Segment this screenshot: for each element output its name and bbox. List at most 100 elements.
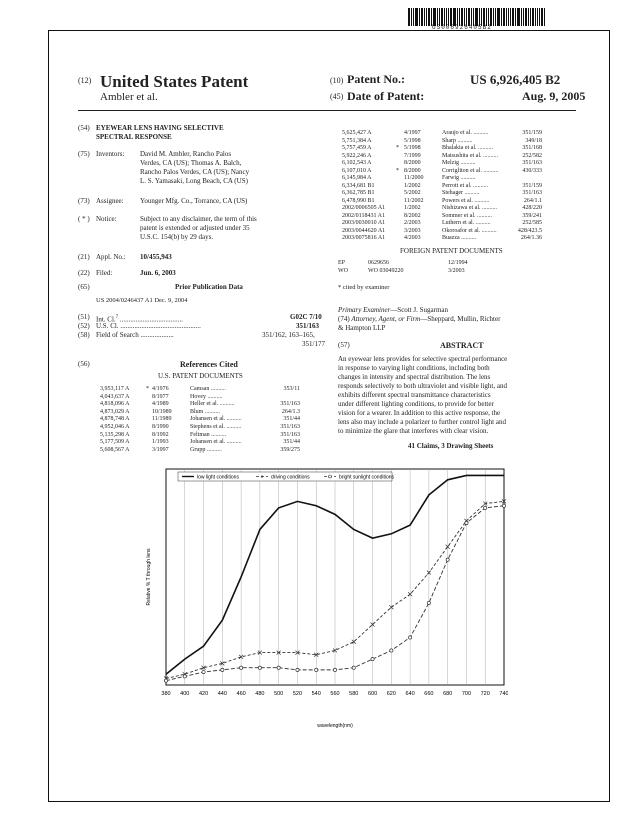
references-heading: References Cited: [180, 360, 238, 369]
abstract-line: to minimize the glare that interferes wi…: [338, 427, 489, 435]
x-tick-label: 480: [255, 691, 264, 697]
ref-inventor: Hovey ..........: [190, 393, 223, 400]
x-tick-label: 640: [406, 691, 415, 697]
document-title: United States Patent: [100, 72, 249, 91]
abstract-line: under different lighting conditions, to …: [338, 400, 494, 408]
ref-inventor: Farwig ..........: [442, 175, 476, 181]
y-axis-label: Relative % T through lens: [146, 548, 152, 606]
data-point: [426, 600, 431, 605]
date-code: (45): [330, 92, 344, 101]
abstract-line: responds selectively to both ultraviolet…: [338, 382, 507, 390]
barcode-bar: [521, 8, 522, 26]
ref-inventor: Buazza ..........: [442, 235, 477, 241]
ref-inventor: Blum ..........: [190, 408, 220, 415]
ref-number: 6,107,010 A: [342, 167, 372, 174]
ref-class: 351/168: [522, 145, 542, 151]
prior-publication-value: US 2004/0246437 A1 Dec. 9, 2004: [96, 297, 188, 304]
filed-label: Filed:: [96, 269, 113, 277]
x-tick-label: 620: [387, 691, 396, 697]
ref-number: 2003/0030010 A1: [342, 220, 386, 226]
x-tick-label: 560: [330, 691, 339, 697]
data-point: [501, 499, 507, 504]
barcode-bar: [528, 8, 529, 26]
primary-examiner: Primary Examiner—Scott J. Sugarman: [338, 306, 448, 315]
abstract-line: vision for a wearer. In addition to this…: [338, 409, 501, 417]
ref-number: 5,135,298 A: [100, 431, 130, 438]
patent-no-code: (10): [330, 76, 344, 85]
data-point: [276, 665, 281, 670]
barcode-bar: [408, 8, 410, 26]
data-point: [239, 665, 244, 670]
ref-date: 1/2002: [404, 182, 421, 189]
ref-number: 3,953,117 A: [100, 386, 130, 392]
barcode-bar: [444, 8, 445, 26]
data-point: [257, 650, 263, 655]
barcode-bar: [495, 8, 496, 26]
ref-class: 351/163: [522, 160, 542, 166]
appl-number: 10/455,943: [140, 253, 172, 261]
intcl-value: G02C 7/10: [290, 313, 322, 321]
abstract-line: changes in intensity and spectral distri…: [338, 373, 491, 381]
filed-date: Jun. 6, 2003: [140, 269, 176, 277]
barcode-bar: [532, 8, 534, 26]
barcode-bar: [441, 8, 443, 26]
ref-number: 2003/0044620 A1: [342, 227, 386, 234]
ref-number: 5,177,509 A: [100, 439, 130, 446]
data-point: [445, 544, 450, 550]
abstract-line: An eyewear lens provides for selective s…: [338, 355, 508, 363]
foreign-date: 3/2003: [448, 268, 465, 274]
ref-number: 6,362,785 B1: [342, 190, 375, 196]
ref-inventor: Sharp ..........: [442, 137, 473, 144]
intcl-code: (51): [78, 313, 90, 321]
authors: Ambler et al.: [100, 91, 158, 103]
ref-date: 8/1992: [152, 431, 169, 438]
attorney: (74) Attorney, Agent, or Firm—Sheppard, …: [338, 315, 500, 324]
appl-label: Appl. No.:: [96, 253, 126, 261]
abstract-line: in response to varying light conditions,…: [338, 364, 490, 372]
barcode-bar: [437, 8, 438, 26]
assignee-label: Assignee:: [96, 197, 124, 205]
barcode-bar: [539, 8, 540, 26]
barcode-bar: [424, 8, 425, 26]
barcode-bar: [419, 8, 420, 26]
refs-code: (56): [78, 360, 90, 368]
barcode-bar: [468, 8, 470, 26]
barcode-number: US006926405B2: [432, 24, 492, 31]
barcode-bar: [497, 8, 500, 26]
ref-number: 4,818,096 A: [100, 401, 130, 408]
barcode-bar: [525, 8, 527, 26]
x-tick-label: 380: [161, 691, 170, 697]
barcode-bar: [464, 8, 465, 26]
assignee-code: (73): [78, 197, 90, 205]
ref-date: 1/2002: [404, 205, 421, 211]
ref-number: 6,478,990 B1: [342, 197, 375, 204]
barcode-bar: [481, 8, 482, 26]
notice-code: ( * ): [78, 215, 90, 223]
data-point: [313, 652, 319, 658]
fos-label: Field of Search ...................: [96, 331, 174, 339]
x-tick-label: 520: [293, 691, 302, 697]
inventors-line: Verdes, CA (US); Thomas A. Balch,: [140, 159, 242, 167]
ref-class: 264/1.36: [520, 235, 542, 241]
barcode-bar: [512, 8, 514, 26]
abstract-line: lens also may include a polarizer to fur…: [338, 418, 506, 426]
ref-inventor: Johansen et al. ..........: [190, 439, 242, 446]
ref-inventor: Okoroafor et al. ..........: [442, 227, 497, 234]
notice-line: U.S.C. 154(b) by 29 days.: [140, 233, 214, 241]
ref-number: 2002/0006505 A1: [342, 205, 386, 211]
ref-class: 264/1.3: [281, 408, 300, 415]
data-point: [351, 665, 356, 670]
barcode-bar: [503, 8, 505, 26]
barcode-bar: [426, 8, 427, 26]
ref-class: 349/18: [525, 137, 542, 144]
ref-date: 8/2000: [404, 160, 421, 166]
data-point: [276, 650, 281, 655]
data-point: [295, 667, 300, 672]
barcode-bar: [459, 8, 460, 26]
